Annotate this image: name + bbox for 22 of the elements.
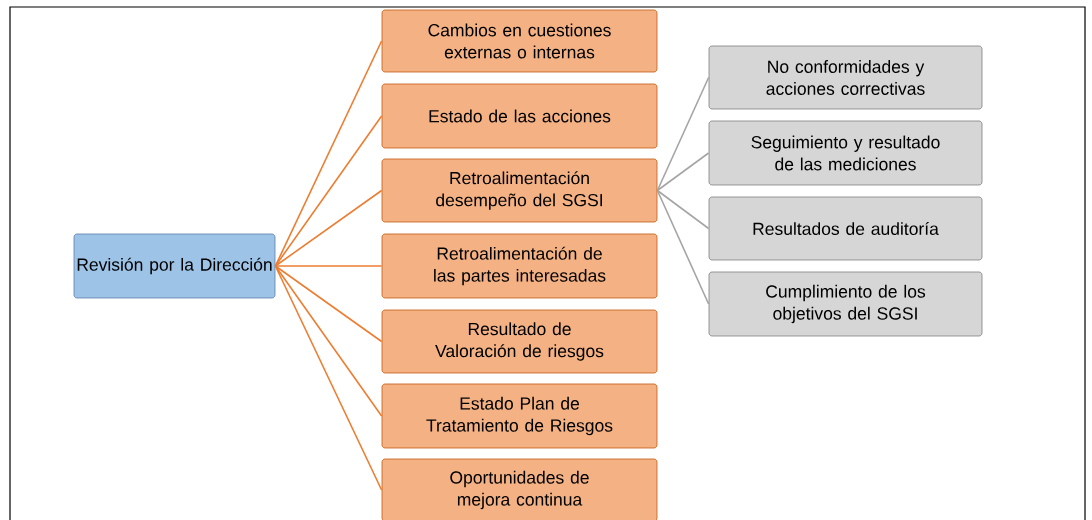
box: Oportunidades de mejora continua <box>381 458 658 520</box>
box: Estado de las acciones <box>381 83 658 149</box>
box: Retroalimentación de las partes interesadas <box>381 233 658 299</box>
connector-line <box>274 189 383 267</box>
connector-line <box>656 152 710 192</box>
connector-line <box>274 265 383 417</box>
box: Resultado de Valoración de riesgos <box>381 309 658 374</box>
box: Cambios en cuestiones externas o internas <box>381 9 658 73</box>
box: Cumplimiento de los objetivos del SGSI <box>708 271 983 337</box>
box: Resultados de auditoría <box>708 196 983 261</box>
box: Estado Plan de Tratamiento de Riesgos <box>381 383 658 449</box>
connector-line <box>274 265 383 491</box>
connector-line <box>656 76 710 192</box>
box: No conformidades y acciones correctivas <box>708 45 983 110</box>
box: Revisión por la Dirección <box>73 233 276 299</box>
box: Seguimiento y resultado de las mediciones <box>708 120 983 186</box>
connector-line <box>656 189 710 230</box>
connector-line <box>274 115 383 267</box>
box: Retroalimentación desempeño del SGSI <box>381 158 658 223</box>
connector-line <box>274 265 383 267</box>
connector-line <box>656 189 710 305</box>
connector-line <box>274 265 383 343</box>
